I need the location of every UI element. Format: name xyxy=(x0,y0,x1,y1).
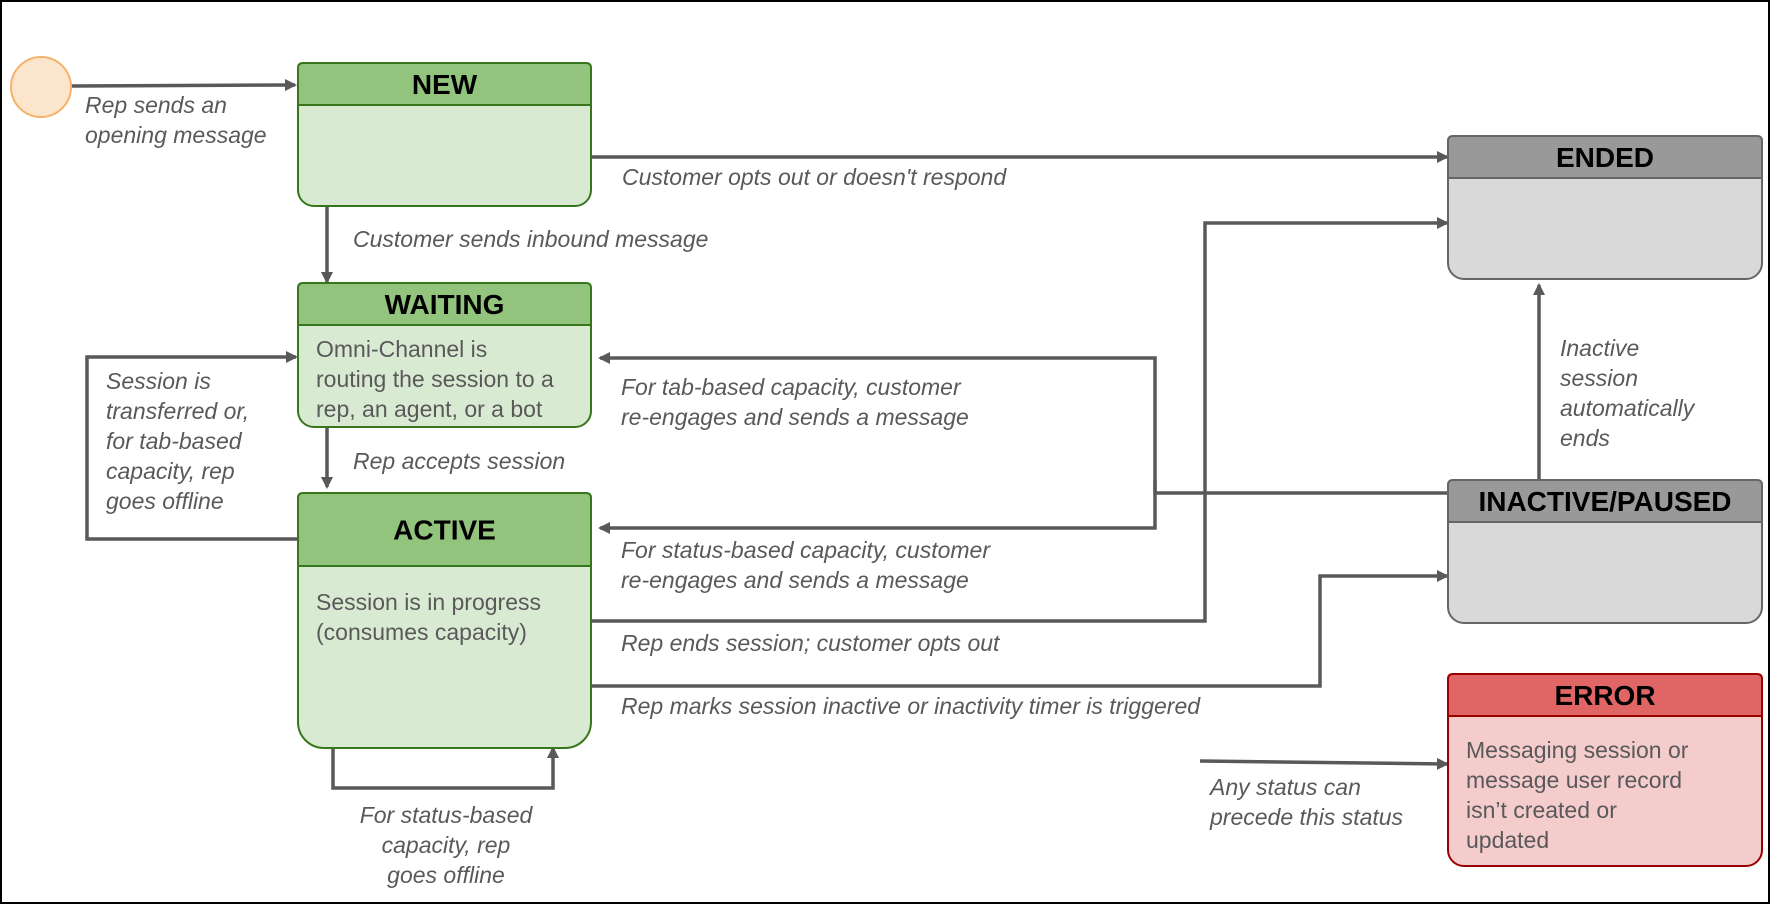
state-active-header xyxy=(297,492,592,567)
transition-label-line: Session is xyxy=(106,368,211,394)
label-start-to-new: Rep sends an opening message xyxy=(85,92,267,148)
arrow-any-to-error xyxy=(1199,757,1449,770)
transition-label-line: Rep accepts session xyxy=(353,448,565,474)
transition-label-line: Rep sends an xyxy=(85,92,227,118)
state-error-header xyxy=(1447,673,1763,717)
label-active-to-waiting: Session is transferred or, for tab-based ca… xyxy=(106,368,249,514)
state-active-description-line: (consumes capacity) xyxy=(316,619,527,645)
label-inactive-to-ended: Inactive session automatically ends xyxy=(1560,335,1696,451)
arrow-inactive-to-waiting xyxy=(598,352,1448,495)
transition-label-line: Customer opts out or doesn't respond xyxy=(622,164,1007,190)
transition-label-line: goes offline xyxy=(106,488,224,514)
transition-arrows xyxy=(69,79,1545,790)
state-ended-title: ENDED xyxy=(1556,142,1654,173)
transition-label-line: Rep marks session inactive or inactivity… xyxy=(621,693,1201,719)
transition-label-line: ends xyxy=(1560,425,1610,451)
label-new-to-waiting: Customer sends inbound message xyxy=(353,226,708,252)
transition-label-line: session xyxy=(1560,365,1638,391)
arrow-active-to-ended xyxy=(592,217,1449,623)
label-active-to-inactive: Rep marks session inactive or inactivity… xyxy=(621,693,1201,719)
state-error-description-line: isn’t created or xyxy=(1466,797,1617,823)
start-node xyxy=(10,56,72,118)
state-error-description-line: updated xyxy=(1466,827,1549,853)
transition-label-line: Customer sends inbound message xyxy=(353,226,708,252)
label-any-to-error: Any status can precede this status xyxy=(1208,774,1404,830)
state-new-header xyxy=(297,62,592,106)
transition-label-line: for tab-based xyxy=(106,428,243,454)
arrow-start-to-new xyxy=(69,79,297,92)
transition-label-line: For status-based capacity, customer xyxy=(621,537,991,563)
transition-label-line: capacity, rep xyxy=(106,458,235,484)
state-new: NEW xyxy=(297,62,592,207)
state-error-description-line: Messaging session or xyxy=(1466,737,1689,763)
transition-label-line: opening message xyxy=(85,122,267,148)
transition-label-line: For tab-based capacity, customer xyxy=(621,374,962,400)
transition-label-line: re-engages and sends a message xyxy=(621,404,969,430)
arrow-active-to-waiting xyxy=(85,351,298,541)
label-active-to-ended: Rep ends session; customer opts out xyxy=(621,630,1001,656)
arrow-inactive-to-active xyxy=(598,480,1157,534)
state-boxes: NEW WAITING Omni-Channel is routing the ses… xyxy=(297,62,1763,867)
state-inactive-title: INACTIVE/PAUSED xyxy=(1478,486,1731,517)
state-waiting-description-line: Omni-Channel is xyxy=(316,336,487,362)
arrow-active-to-inactive xyxy=(592,570,1449,688)
state-active: ACTIVE Session is in progress (consumes ca… xyxy=(297,492,592,749)
transition-label-line: transferred or, xyxy=(106,398,249,424)
state-waiting: WAITING Omni-Channel is routing the sessio… xyxy=(297,282,592,428)
transition-label-line: re-engages and sends a message xyxy=(621,567,969,593)
state-waiting-description-line: rep, an agent, or a bot xyxy=(316,396,543,422)
state-error: ERROR Messaging session or message user re… xyxy=(1447,673,1763,867)
label-inactive-to-active: For status-based capacity, customer re-en… xyxy=(621,537,991,593)
state-active-title: ACTIVE xyxy=(393,515,496,546)
transition-label-line: capacity, rep xyxy=(382,832,511,858)
state-ended: ENDED xyxy=(1447,135,1763,280)
transition-label-line: Rep ends session; customer opts out xyxy=(621,630,1001,656)
label-inactive-to-waiting: For tab-based capacity, customer re-engag… xyxy=(621,374,969,430)
label-active-self: For status-based capacity, rep goes offlin… xyxy=(360,802,534,888)
transition-label-line: Inactive xyxy=(1560,335,1639,361)
state-inactive: INACTIVE/PAUSED xyxy=(1447,479,1763,624)
transition-label-line: automatically xyxy=(1560,395,1696,421)
label-waiting-to-active: Rep accepts session xyxy=(353,448,565,474)
state-waiting-title: WAITING xyxy=(385,289,505,320)
state-new-title: NEW xyxy=(412,69,478,100)
state-waiting-header xyxy=(297,282,592,326)
state-waiting-description-line: routing the session to a xyxy=(316,366,554,392)
label-new-to-ended: Customer opts out or doesn't respond xyxy=(622,164,1007,190)
state-ended-header xyxy=(1447,135,1763,179)
transition-label-line: goes offline xyxy=(387,862,505,888)
state-error-title: ERROR xyxy=(1554,680,1655,711)
arrow-active-self-loop xyxy=(331,746,559,790)
state-error-description-line: message user record xyxy=(1466,767,1682,793)
transition-label-line: For status-based xyxy=(360,802,534,828)
transition-label-line: Any status can xyxy=(1208,774,1361,800)
transition-label-line: precede this status xyxy=(1209,804,1404,830)
state-inactive-header xyxy=(1447,479,1763,523)
state-active-description-line: Session is in progress xyxy=(316,589,541,615)
